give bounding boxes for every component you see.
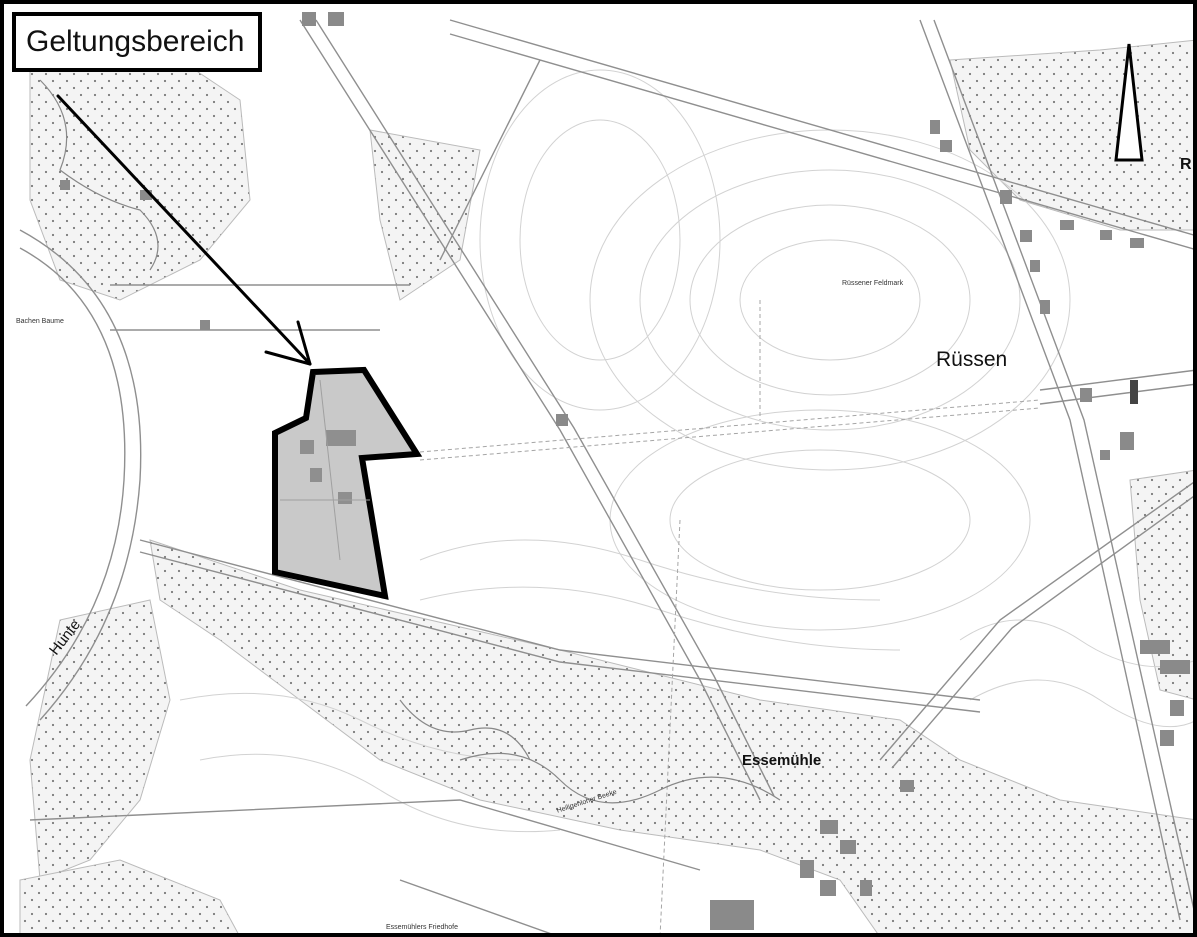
woodland-south [149, 539, 1197, 937]
road-north-spur [439, 59, 541, 261]
road-south-cross [29, 799, 701, 871]
buildings [60, 12, 1190, 930]
legend-box: Geltungsbereich [12, 12, 262, 72]
road-east-a [919, 19, 1181, 921]
woodland-east-edge [1129, 469, 1197, 701]
road-southwest-b [139, 551, 981, 713]
road-diagonal-main-a [299, 19, 761, 801]
road-west-loop-b [19, 247, 126, 707]
arrow-icon [56, 94, 312, 366]
woodland-west-strip [29, 599, 171, 881]
road-diagonal-main-b [315, 19, 775, 797]
road-farm [399, 879, 561, 937]
place-label-essemuehle: Essemühle [742, 752, 822, 769]
small-label-friedhof: Essemühlers Friedhofe [386, 924, 458, 931]
place-label-ruessen: Rüssen [936, 348, 1008, 371]
geltungsbereich-boundary[interactable] [272, 366, 423, 600]
small-label-bache: Bachen Baume [16, 318, 64, 325]
roads [19, 19, 1197, 937]
site-buildings [300, 430, 356, 504]
road-cross-east-2 [1039, 383, 1197, 405]
site-internal-lines [280, 379, 370, 561]
legend-title: Geltungsbereich [26, 25, 245, 58]
road-north-a [449, 19, 1197, 237]
river-hunte [39, 79, 781, 804]
woodland-southwest [19, 859, 241, 937]
field-paths [419, 300, 1041, 937]
place-label-edge: R [1180, 156, 1192, 173]
road-east-diagonal-a [879, 479, 1197, 761]
road-east-b [933, 19, 1195, 911]
north-arrow-icon [1114, 43, 1144, 162]
road-west-loop-a [19, 229, 142, 721]
road-north-b [449, 33, 1197, 251]
road-east-diagonal-b [891, 493, 1197, 769]
road-southwest-a [139, 539, 981, 701]
small-label-feldmark: Rüssener Feldmark [842, 280, 904, 287]
road-cross-east [1039, 369, 1197, 391]
